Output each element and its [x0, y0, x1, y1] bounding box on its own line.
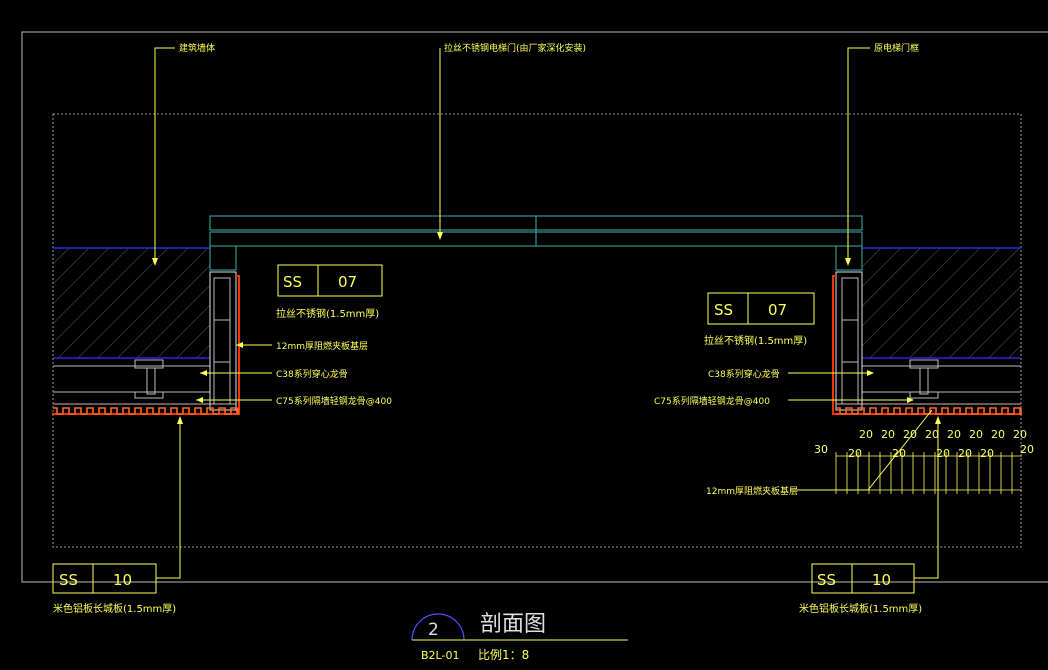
- dimension-ticks: [835, 452, 1013, 494]
- dim-r2-first: 30: [814, 443, 828, 456]
- dim-r1-0: 20: [859, 428, 873, 441]
- dim-r2-2: 20: [936, 447, 950, 460]
- ss10-right-tag: SS 10: [811, 563, 915, 594]
- ss07-left-tag: SS 07: [277, 264, 383, 297]
- dim-r2-4: 20: [980, 447, 994, 460]
- callout-board-right: 12mm厚阻燃夹板基层: [706, 485, 798, 497]
- ss07-right-num: 07: [768, 301, 787, 319]
- dim-r1-5: 20: [969, 428, 983, 441]
- dim-r1-3: 20: [925, 428, 939, 441]
- ss10-right-num: 10: [872, 571, 891, 589]
- ss07-right-code: SS: [714, 301, 733, 319]
- ss10-left-tag: SS 10: [52, 563, 157, 594]
- title-text: 剖面图: [480, 612, 546, 637]
- callout-board-left: 12mm厚阻燃夹板基层: [276, 340, 368, 352]
- elevator-door: [209, 215, 863, 271]
- title-sheet: B2L-01: [421, 649, 459, 662]
- dimension-lines: [836, 455, 1022, 491]
- ss10-right-code: SS: [817, 571, 836, 589]
- dimension-row-1: 20 20 20 20 20 20 20 20: [859, 428, 1027, 441]
- title-number: 2: [428, 620, 439, 640]
- callout-floor-left: 米色铝板长城板(1.5mm厚): [53, 602, 176, 615]
- ss07-left-code: SS: [283, 273, 302, 291]
- leader-arrows: [152, 232, 941, 424]
- ss07-right-tag: SS 07: [707, 292, 815, 325]
- left-floor-profile: [53, 407, 239, 415]
- dim-r2-0: 20: [848, 447, 862, 460]
- dim-r2-3: 20: [958, 447, 972, 460]
- callout-frame: 原电梯门框: [874, 42, 919, 54]
- dim-r2-last: 20: [1020, 443, 1034, 456]
- callout-c38-right: C38系列穿心龙骨: [708, 368, 780, 380]
- title-scale: 比例1：8: [478, 648, 529, 662]
- callout-wall: 建筑墙体: [179, 42, 215, 54]
- dim-r2-1: 20: [892, 447, 906, 460]
- callout-panel-left: 拉丝不锈钢(1.5mm厚): [276, 307, 379, 320]
- callout-c75-left: C75系列隔墙轻钢龙骨@400: [276, 395, 392, 407]
- callout-c38-left: C38系列穿心龙骨: [276, 368, 348, 380]
- ss10-left-num: 10: [113, 571, 132, 589]
- dim-r1-2: 20: [903, 428, 917, 441]
- callout-panel-right: 拉丝不锈钢(1.5mm厚): [704, 334, 807, 347]
- sheet-border: [21, 31, 1048, 583]
- callout-floor-right: 米色铝板长城板(1.5mm厚): [799, 602, 922, 615]
- title-block: 2 B2L-01 剖面图 比例1：8: [411, 612, 628, 662]
- ss10-left-code: SS: [59, 571, 78, 589]
- ss07-left-num: 07: [338, 273, 357, 291]
- right-wall: [836, 247, 1021, 405]
- dim-r1-6: 20: [991, 428, 1005, 441]
- callout-c75-right: C75系列隔墙轻钢龙骨@400: [654, 395, 770, 407]
- left-wall: [53, 247, 236, 405]
- dim-r1-1: 20: [881, 428, 895, 441]
- dimension-row-2: 30 20 20 20 20 20 20: [814, 443, 1034, 460]
- leader-lines: [154, 47, 939, 579]
- callout-door: 拉丝不锈钢电梯门(由厂家深化安装): [444, 42, 586, 54]
- dim-r1-4: 20: [947, 428, 961, 441]
- dim-r1-7: 20: [1013, 428, 1027, 441]
- right-floor-profile: [836, 407, 1022, 415]
